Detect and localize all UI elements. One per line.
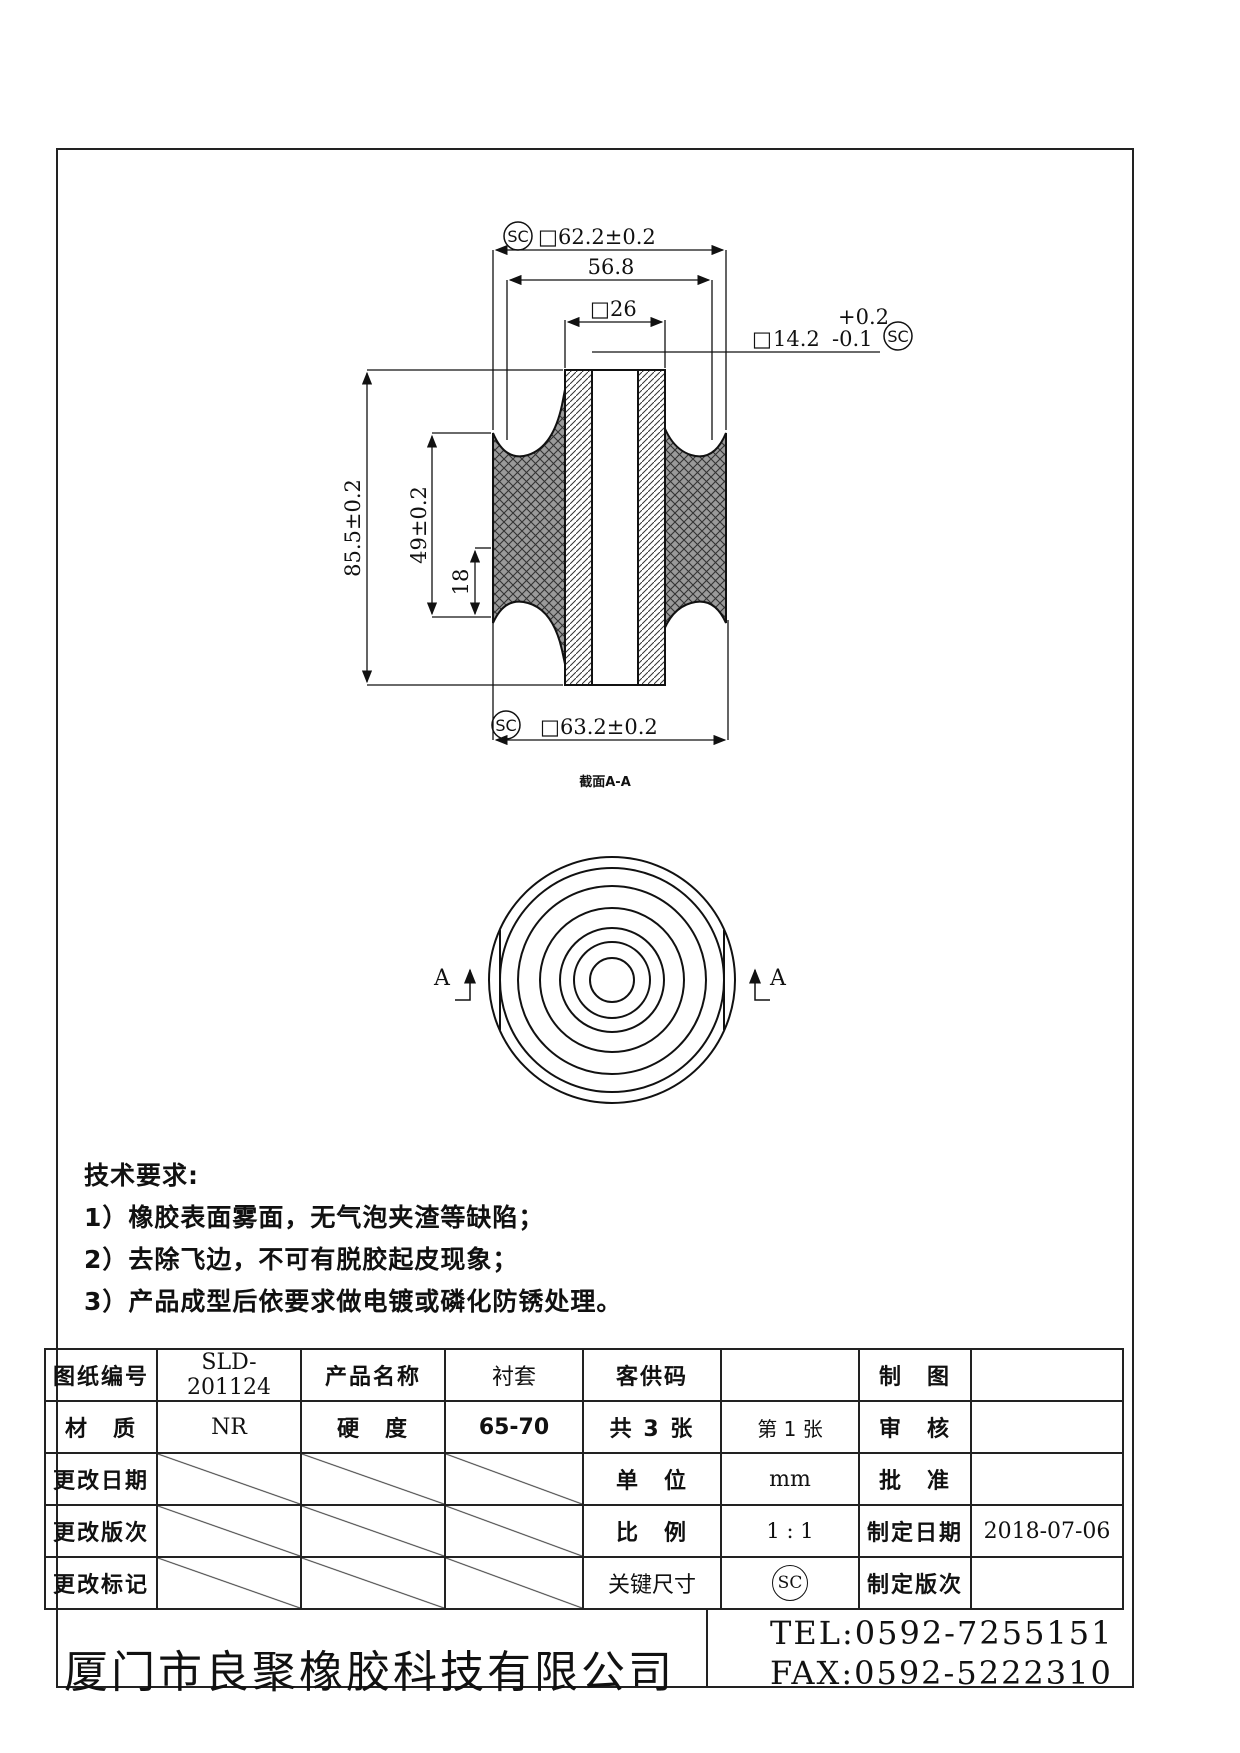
material-value: NR [156,1400,302,1454]
section-cut-markers [455,968,770,1001]
dim-tol-lower: -0.1 [832,327,873,351]
company-tel: TEL:0592-7255151 [770,1614,1114,1652]
key-dim-mark: SC [720,1556,860,1610]
empty-cell [156,1504,302,1558]
dim-height-18: 18 [449,569,473,596]
issue-date: 2018-07-06 [970,1504,1124,1558]
requirement-item-2: 2）去除飞边，不可有脱胶起皮现象； [84,1245,519,1274]
sheets-total: 共 3 张 [582,1400,722,1454]
sheet-no: 第 1 张 [720,1400,860,1454]
drawing-no-label: 图纸编号 [44,1348,158,1402]
dim-height-mid: 49±0.2 [407,486,431,564]
requirement-item-3: 3）产品成型后依要求做电镀或磷化防锈处理。 [84,1287,623,1316]
sc-mark-top: SC [503,221,533,251]
requirements-heading: 技术要求: [84,1161,199,1190]
sc-mark-icon: SC [772,1565,808,1601]
product-name: 衬套 [444,1348,584,1402]
drafted-value [970,1348,1124,1402]
material-label: 材 质 [44,1400,158,1454]
dim-bore-14: 14.2 [773,327,820,351]
scale-label: 比 例 [582,1504,722,1558]
sc-mark-bore: SC [883,321,913,351]
dim-top-inner: 56.8 [588,255,635,279]
issue-date-label: 制定日期 [858,1504,972,1558]
approve-value [970,1452,1124,1506]
hardness-value: 65-70 [444,1400,584,1454]
dim-top-outer: 62.2±0.2 [558,225,656,249]
end-view [488,856,736,1104]
dim-bottom-outer: 63.2±0.2 [560,715,658,739]
review-value [970,1400,1124,1454]
empty-cell [444,1504,584,1558]
rubber-body-left [492,373,569,679]
issue-rev-label: 制定版次 [858,1556,972,1610]
section-arrow-right: A [769,966,787,991]
key-dim-label: 关键尺寸 [582,1556,722,1610]
company-fax: FAX:0592-5222310 [770,1654,1113,1692]
empty-cell [300,1452,446,1506]
change-mark-label: 更改标记 [44,1556,158,1610]
issue-rev [970,1556,1124,1610]
title-block: 图纸编号 SLD-201124 产品名称 衬套 客供码 制 图 材 质 NR 硬… [44,1348,1124,1610]
customer-code [720,1348,860,1402]
unit-label: 单 位 [582,1452,722,1506]
scale-value: 1 : 1 [720,1504,860,1558]
empty-cell [300,1556,446,1610]
drawing-no: SLD-201124 [156,1348,302,1402]
empty-cell [444,1452,584,1506]
dim-tol-upper: +0.2 [838,305,889,329]
empty-cell [156,1556,302,1610]
review-label: 审 核 [858,1400,972,1454]
company-name: 厦门市良聚橡胶科技有限公司 [64,1647,675,1698]
section-label: 截面A-A [579,774,631,790]
hardness-label: 硬 度 [300,1400,446,1454]
svg-text:SC: SC [887,327,908,346]
product-name-label: 产品名称 [300,1348,446,1402]
customer-code-label: 客供码 [582,1348,722,1402]
dim-height-total: 85.5±0.2 [341,479,365,577]
square-symbol: □ [590,297,610,321]
dim-bore-26: 26 [610,297,637,321]
drafted-label: 制 图 [858,1348,972,1402]
approve-label: 批 准 [858,1452,972,1506]
svg-text:SC: SC [507,227,528,246]
change-rev-label: 更改版次 [44,1504,158,1558]
sc-mark-bottom: SC [491,710,521,740]
square-symbol: □ [538,225,558,249]
square-symbol: □ [540,715,560,739]
square-symbol: □ [752,327,772,351]
unit-value: mm [720,1452,860,1506]
empty-cell [300,1504,446,1558]
divider [706,1610,708,1688]
section-arrow-left: A [433,966,451,991]
empty-cell [444,1556,584,1610]
change-date-label: 更改日期 [44,1452,158,1506]
requirement-item-1: 1）橡胶表面雾面，无气泡夹渣等缺陷； [84,1203,545,1232]
empty-cell [156,1452,302,1506]
drawing-frame [56,148,1134,1688]
metal-sleeve [564,369,666,686]
svg-text:SC: SC [495,716,516,735]
